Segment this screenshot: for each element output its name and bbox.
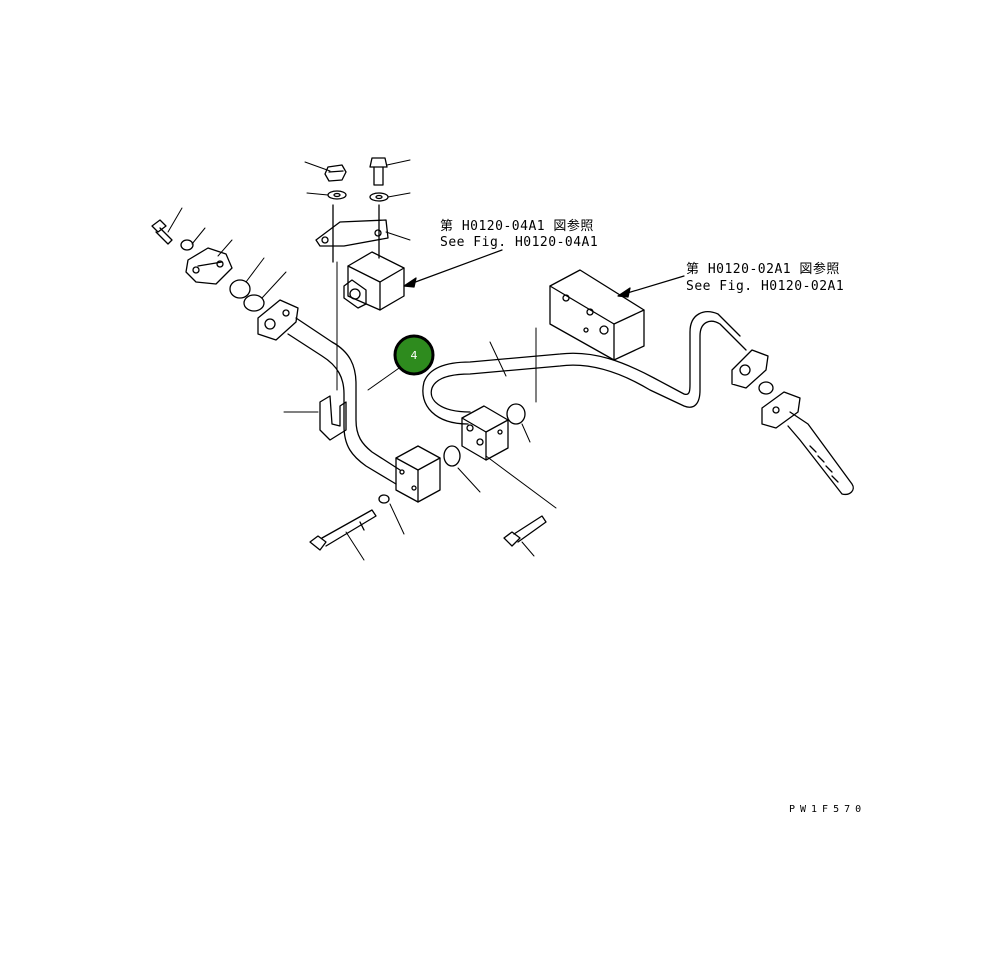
callout-leader	[367, 365, 403, 391]
bolt-left	[151, 207, 183, 245]
flange-right	[731, 349, 769, 389]
long-bolt	[309, 509, 377, 561]
o-ring-center	[443, 445, 461, 467]
o-ring-left	[243, 294, 265, 312]
manifold-block	[549, 269, 645, 361]
washer-bottom	[378, 494, 390, 504]
pipe-block	[395, 445, 441, 503]
split-flange	[185, 239, 233, 285]
o-ring-right	[758, 381, 774, 395]
reference-label-en[interactable]: See Fig. H0120-04A1	[440, 235, 598, 250]
pipe-center	[422, 311, 747, 425]
valve-block	[343, 251, 405, 311]
washer-part	[369, 192, 389, 202]
reference-arrow	[403, 249, 503, 288]
bracket-plate	[315, 204, 389, 263]
leader-lines-top	[304, 159, 411, 241]
washer-left	[180, 239, 194, 251]
pipe-clamp	[283, 395, 347, 441]
fitting-block	[461, 405, 509, 461]
pipe-left	[257, 299, 401, 485]
hose-right	[761, 391, 854, 496]
short-bolt	[503, 515, 547, 557]
callout-4[interactable]: 4	[393, 334, 435, 376]
washer-part	[327, 190, 347, 200]
drawing-code: PW1F570	[789, 804, 866, 815]
reference-label-en[interactable]: See Fig. H0120-02A1	[686, 279, 844, 294]
reference-arrow	[617, 275, 685, 298]
o-ring-center	[506, 403, 526, 425]
reference-label-jp: 第 H0120-04A1 図参照	[440, 218, 594, 234]
o-ring-left	[229, 279, 251, 299]
callout-number: 4	[411, 349, 418, 362]
nut-part	[324, 164, 347, 182]
reference-label-jp: 第 H0120-02A1 図参照	[686, 261, 840, 277]
bolt-part	[369, 157, 388, 186]
